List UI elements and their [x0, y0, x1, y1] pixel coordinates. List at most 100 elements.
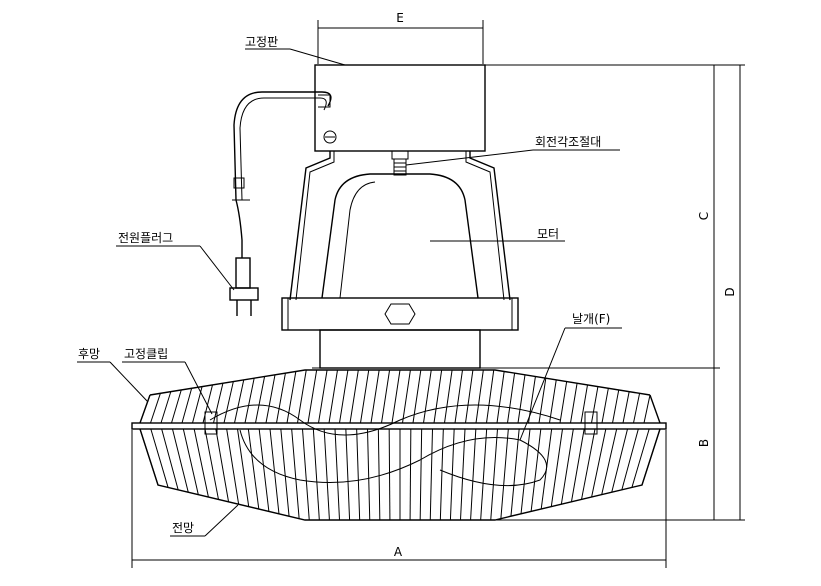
rear-guard-rib [507, 373, 516, 424]
label-rear-guard: 후망 [77, 347, 149, 403]
rear-guard-rib [234, 379, 245, 424]
front-guard-rib [520, 428, 531, 515]
rear-guard-rib [517, 374, 526, 424]
front-guard-rib [480, 428, 488, 521]
fixing-plate [314, 64, 486, 152]
front-guard-rib [312, 428, 320, 521]
rear-guard-rib [486, 369, 495, 424]
rear-guard-rib [255, 376, 266, 424]
front-guard-rib [280, 428, 290, 517]
rear-guard-rib [402, 369, 411, 424]
rear-guard-rib [181, 388, 193, 424]
rear-guard-rib [171, 389, 182, 424]
front-guard-rib [258, 428, 270, 512]
rear-guard-rib [591, 386, 599, 424]
front-guard-rib [601, 428, 618, 495]
rear-guard-rib [643, 394, 651, 424]
rear-guard-rib [360, 369, 370, 424]
fan-guard [131, 369, 667, 521]
rear-guard-rib [381, 369, 391, 424]
rear-guard-rib [570, 383, 578, 424]
front-guard-rib [591, 428, 607, 498]
front-guard-rib [334, 428, 340, 521]
front-guard-rib [500, 428, 509, 520]
rear-guard-rib [276, 373, 286, 424]
front-guard-rib [247, 428, 260, 510]
front-guard-rib [139, 428, 159, 486]
front-guard-rib [560, 428, 574, 505]
label-motor: 모터 [430, 227, 565, 242]
front-guard-rib [570, 428, 585, 503]
front-guard-rib [182, 428, 199, 495]
rear-guard-rib [496, 371, 505, 424]
rear-guard-rib [307, 369, 318, 424]
front-guard-rib [172, 428, 189, 493]
front-guard-rib [429, 428, 433, 521]
rear-guard-rib [349, 369, 359, 424]
dimension-c: C [485, 64, 745, 369]
rear-guard-rib [391, 369, 401, 424]
front-guard-rib [345, 428, 351, 521]
rear-guard-rib [454, 369, 463, 424]
front-guard-rib [510, 428, 520, 517]
front-guard-rib [419, 428, 423, 521]
front-guard-rib [388, 428, 391, 521]
front-guard-rib [161, 428, 179, 490]
rear-guard-rib [538, 378, 547, 424]
label-fixing-plate: 고정판 [245, 35, 346, 66]
svg-text:고정판: 고정판 [245, 35, 278, 49]
rear-guard-rib [549, 379, 557, 424]
front-guard-rib [641, 428, 661, 486]
front-guard-rib [470, 428, 477, 521]
label-rotation-adjuster: 회전각조절대 [405, 135, 620, 166]
dimension-d: D [723, 65, 741, 520]
front-guard-rib [409, 428, 412, 521]
front-guard-rib [377, 428, 381, 521]
rear-guard-rib [202, 384, 213, 424]
front-guard-rib [215, 428, 230, 503]
hex-nut-icon [384, 303, 416, 325]
rear-guard-rib [160, 391, 172, 424]
fixing-clip-right [584, 411, 598, 435]
svg-text:후망: 후망 [78, 347, 100, 361]
front-guard-rib [460, 428, 466, 521]
front-guard-rib [550, 428, 563, 507]
front-guard-rib [204, 428, 219, 500]
svg-text:B: B [697, 439, 711, 447]
rear-guard-rib [318, 369, 328, 424]
svg-text:고정클립: 고정클립 [124, 347, 168, 361]
rear-guard-rib [339, 369, 349, 424]
front-guard-rib [530, 428, 542, 512]
svg-text:회전각조절대: 회전각조절대 [535, 135, 601, 149]
rear-guard-rib [612, 389, 620, 424]
rear-guard-rib [328, 369, 338, 424]
front-guard-rib [611, 428, 628, 493]
dimension-b: B [495, 368, 745, 521]
dimension-e: E [317, 11, 484, 64]
front-guard-rib [193, 428, 209, 498]
rear-guard-rib [622, 391, 630, 424]
rear-guard-rib [286, 371, 297, 424]
rear-guard-rib [370, 369, 380, 424]
rear-guard-rib [559, 381, 568, 424]
front-guard-rib [356, 428, 361, 521]
front-guard-rib [439, 428, 444, 521]
dimension-e-label: E [396, 11, 404, 25]
rear-guard-rib [139, 394, 151, 424]
svg-text:전망: 전망 [172, 521, 194, 535]
front-guard-rib [367, 428, 371, 521]
label-power-plug: 전원플러그 [116, 231, 235, 291]
motor-base [281, 297, 519, 369]
rear-guard-rib [265, 374, 276, 424]
rear-guard-rib [465, 369, 474, 424]
power-cord [232, 91, 332, 258]
rear-guard-rib [633, 393, 641, 424]
rear-guard-rib [213, 383, 224, 424]
front-guard-rib [302, 428, 310, 521]
rear-guard-rib [297, 369, 307, 424]
rear-guard-rib [601, 388, 609, 424]
front-guard-rib [621, 428, 639, 490]
blade-outline [209, 404, 561, 436]
dimension-a: A [131, 430, 667, 568]
